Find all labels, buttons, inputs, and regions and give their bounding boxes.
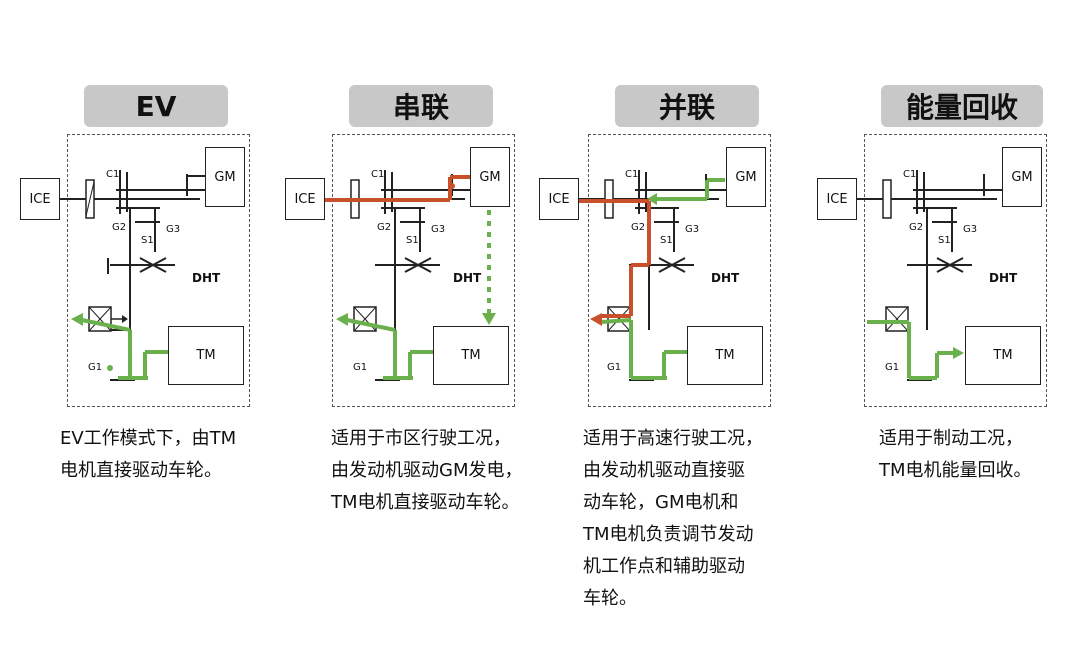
dht-label: DHT [453,271,482,285]
mode-title: 能量回收 [881,85,1043,127]
ice-engine-box: ICE [817,178,857,220]
gm-motor-box: GM [470,147,510,207]
c1-label: C1 [903,169,917,180]
tm-motor-box: TM [687,326,763,385]
powertrain-schematic [579,170,726,381]
powertrain-schematic [60,170,205,381]
ice-engine-box: ICE [20,178,60,220]
mode-description: EV工作模式下，由TM 电机直接驱动车轮。 [60,428,237,481]
panel-ev: EV [0,0,270,650]
panel-series: 串联 [265,0,535,650]
g1-label: G1 [885,362,900,373]
powertrain-schematic [325,170,496,381]
dht-label: DHT [711,271,740,285]
g2-label: G2 [112,222,127,233]
mode-description: 适用于制动工况， TM电机能量回收。 [879,428,1032,481]
mode-description: 适用于高速行驶工况， 由发动机驱动直接驱 动车轮，GM电机和 TM电机负责调节发… [583,428,763,609]
ice-engine-box: ICE [539,178,579,220]
g2-label: G2 [377,222,392,233]
panel-energy-recovery: 能量回收 ICE GM [797,0,1067,650]
ice-engine-box: ICE [285,178,325,220]
mode-title: 并联 [615,85,759,127]
dht-dashed-boundary [588,134,771,407]
tm-motor-box: TM [965,326,1041,385]
g1-label: G1 [88,362,103,373]
g3-label: G3 [963,224,978,235]
wheel-arrow [71,313,83,326]
dht-dashed-boundary [864,134,1047,407]
g1-label: G1 [353,362,368,373]
s1-label: S1 [141,235,154,246]
s1-label: S1 [406,235,419,246]
tm-motor-box: TM [168,326,244,385]
g3-label: G3 [166,224,181,235]
regen-path [867,320,955,380]
gm-motor-box: GM [1002,147,1042,207]
c1-label: C1 [106,169,120,180]
dht-label: DHT [192,271,221,285]
panel-parallel: 并联 [519,0,789,650]
c1-label: C1 [371,169,385,180]
g3-label: G3 [685,224,700,235]
g2-label: G2 [909,222,924,233]
gm-motor-box: GM [726,147,766,207]
engine-drive-path [579,199,651,318]
c1-label: C1 [625,169,639,180]
gm-motor-box: GM [205,147,245,207]
tm-drive-path [600,318,687,380]
s1-label: S1 [938,235,951,246]
dht-dashed-boundary [67,134,250,407]
powertrain-schematic [857,170,1002,381]
g1-label: G1 [607,362,622,373]
damper-hatch [85,181,95,217]
s1-label: S1 [660,235,673,246]
tm-drive-path [81,318,168,380]
g2-label: G2 [631,222,646,233]
regen-arrow [953,347,964,359]
dht-label: DHT [989,271,1018,285]
g3-label: G3 [431,224,446,235]
tm-drive-path [346,318,433,380]
gm-assist-path [655,178,725,201]
mode-description: 适用于市区行驶工况， 由发动机驱动GM发电， TM电机直接驱动车轮。 [331,428,523,513]
tm-motor-box: TM [433,326,509,385]
dht-dashed-boundary [332,134,515,407]
mode-title: 串联 [349,85,493,127]
mode-title: EV [84,85,228,127]
